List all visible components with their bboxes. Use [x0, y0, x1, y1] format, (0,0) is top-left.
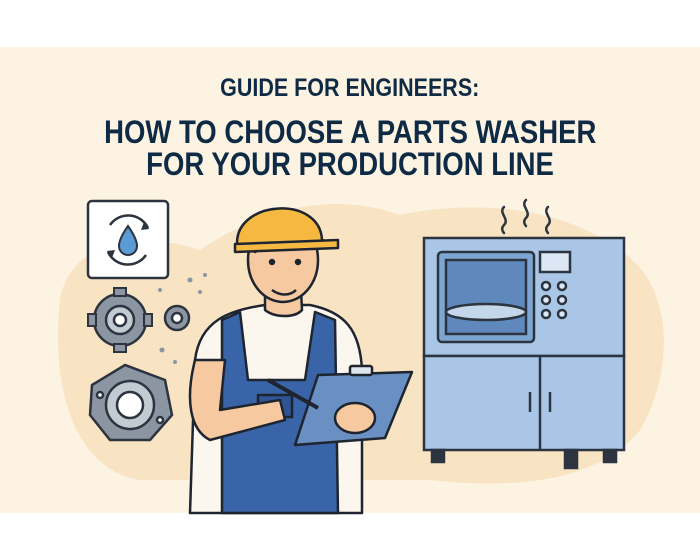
- bearing-icon: [88, 363, 174, 442]
- subtitle: GUIDE FOR ENGINEERS:: [220, 74, 480, 102]
- particle-dots: [158, 273, 207, 364]
- gear-icon: [163, 304, 191, 332]
- steam-icon: [500, 198, 551, 235]
- engineer-figure: [188, 207, 414, 515]
- page-title-line-1: HOW TO CHOOSE A PARTS WASHER: [103, 114, 597, 150]
- water-recycle-icon: [86, 199, 170, 280]
- parts-washer-machine: [422, 236, 626, 470]
- gear-icon: [87, 287, 153, 353]
- page-title-line-2: FOR YOUR PRODUCTION LINE: [146, 146, 554, 182]
